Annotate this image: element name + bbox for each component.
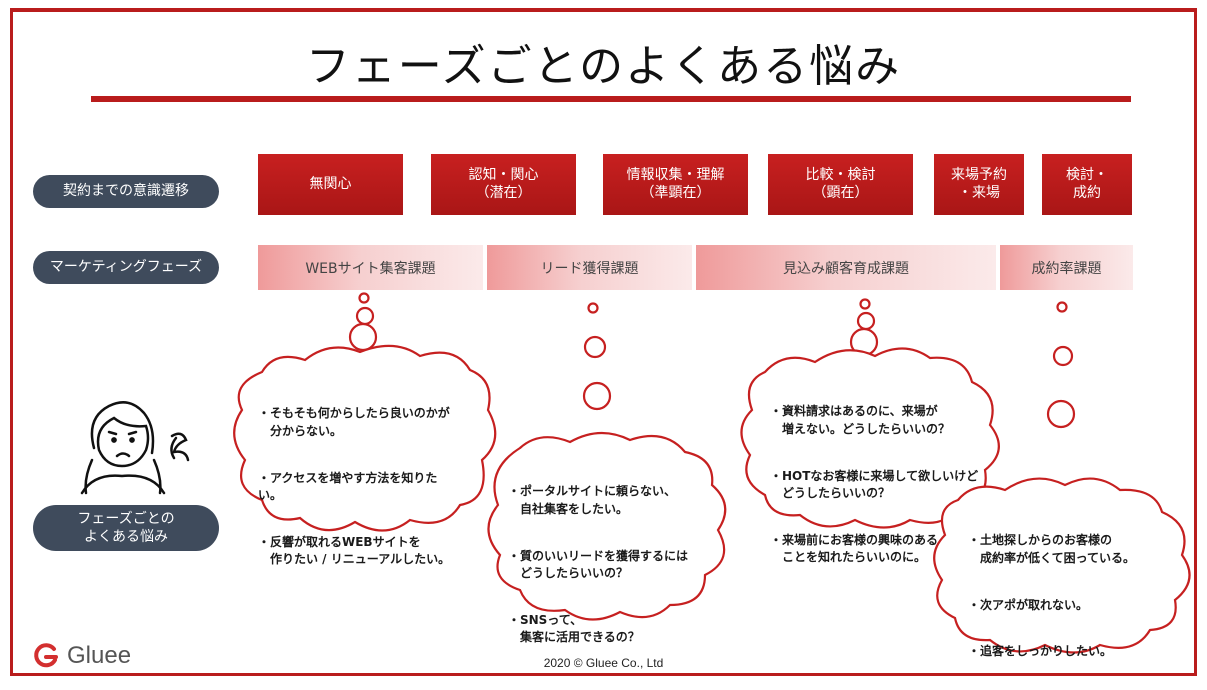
stage-box: 認知・関心 （潜在） (431, 154, 576, 215)
bubble-text-1: ・そもそも何からしたら良いのかが 分からない。 ・アクセスを増やす方法を知りた … (258, 388, 488, 598)
trail-circle (856, 311, 876, 331)
trail-circle (583, 335, 607, 359)
worry-item: ・HOTなお客様に来場して欲しいけど どうしたらいいの？ (770, 468, 979, 500)
row-label-worries: フェーズごとの よくある悩み (33, 505, 219, 551)
worried-person-icon (80, 401, 190, 495)
footer-copyright: 2020 © Gluee Co., Ltd (543, 656, 664, 670)
bubble-text-4: ・土地探しからのお客様の 成約率が低くて困っている。 ・次アポが取れない。 ・追… (968, 515, 1178, 690)
thought-cloud (487, 431, 727, 621)
phase-box: WEBサイト集客課題 (258, 245, 483, 290)
bubble-text-3: ・資料請求はあるのに、来場が 増えない。どうしたらいいの？ ・HOTなお客様に来… (770, 386, 995, 596)
logo-text: Gluee (67, 642, 132, 669)
trail-circle (1046, 399, 1076, 429)
gluee-logo-icon (34, 643, 58, 668)
trail-circle (859, 298, 871, 310)
worry-item: ・そもそも何からしたら良いのかが 分からない。 (258, 406, 450, 438)
worry-item: ・土地探しからのお客様の 成約率が低くて困っている。 (968, 533, 1136, 565)
page-title: フェーズごとのよくある悩み (305, 41, 902, 92)
phase-box: 見込み顧客育成課題 (696, 245, 996, 290)
stage-box: 無関心 (258, 154, 403, 215)
worry-item: ・来場前にお客様の興味のある ことを知れたらいいのに。 (770, 532, 939, 565)
title-underline (91, 96, 1131, 102)
worry-item: ・質のいいリードを獲得するには どうしたらいいの？ (508, 548, 689, 580)
worry-item: ・アクセスを増やす方法を知りた い。 (258, 470, 438, 502)
bubble-text-2: ・ポータルサイトに頼らない、 自社集客をしたい。 ・質のいいリードを獲得するには… (508, 466, 718, 676)
thought-cloud (933, 477, 1191, 654)
stage-box: 比較・検討 （顕在） (768, 154, 913, 215)
trail-circle (1056, 301, 1068, 313)
worry-item: ・反響が取れるWEBサイトを 作りたい / リニューアルしたい。 (258, 534, 451, 567)
phase-box: リード獲得課題 (487, 245, 692, 290)
trail-circle (1052, 345, 1074, 367)
worry-item: ・資料請求はあるのに、来場が 増えない。どうしたらいいの？ (770, 404, 951, 436)
slide-frame (10, 8, 1197, 676)
stage-box: 検討・ 成約 (1042, 154, 1132, 215)
stage-box: 情報収集・理解 （準顕在） (603, 154, 748, 215)
worry-item: ・ポータルサイトに頼らない、 自社集客をしたい。 (508, 484, 677, 516)
phase-box: 成約率課題 (1000, 245, 1133, 290)
row-label-awareness: 契約までの意識遷移 (33, 175, 219, 208)
trail-circle (582, 381, 612, 411)
thought-cloud (233, 344, 497, 532)
trail-circle (358, 292, 370, 304)
row-label-marketing: マーケティングフェーズ (33, 251, 219, 284)
worry-item: ・追客をしっかりしたい。 (968, 644, 1113, 659)
worry-item: ・SNSって、 集客に活用できるの？ (508, 612, 640, 645)
stage-box: 来場予約 ・来場 (934, 154, 1024, 215)
trail-circle (587, 302, 599, 314)
trail-circle (348, 322, 378, 352)
worry-item: ・次アポが取れない。 (968, 597, 1089, 612)
trail-circle (355, 306, 375, 326)
gluee-logo: Gluee (33, 642, 131, 670)
